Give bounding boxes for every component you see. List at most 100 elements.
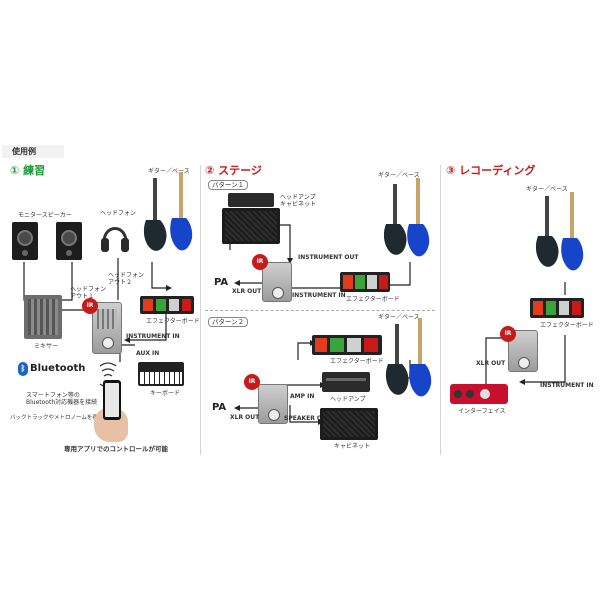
ir-device-stage2 (258, 384, 288, 424)
bass-icon (170, 172, 193, 251)
ir-device-stage1 (262, 262, 292, 302)
section-title-practice: ① 練習 (10, 164, 46, 177)
interface-knob (454, 390, 462, 398)
monitor-speaker-right (56, 222, 82, 260)
interface-knob (466, 390, 474, 398)
control-knob-icon (272, 287, 284, 299)
ir-badge: IR (244, 374, 260, 390)
mixer-device (24, 295, 62, 339)
pedal-red-2 (379, 275, 388, 289)
speaker-cone-icon (61, 230, 77, 246)
section-title-stage: ② ステージ (205, 164, 262, 177)
control-knob-icon (518, 357, 530, 369)
bass-icon (561, 192, 584, 271)
label-monitor-speaker: モニタースピーカー (18, 212, 72, 219)
label-effector-board-recording: エフェクターボード (540, 322, 594, 329)
label-mixer: ミキサー (34, 343, 59, 350)
pedal-white (169, 299, 179, 311)
header-bar (2, 145, 64, 158)
amp-panel (326, 378, 366, 381)
pattern1-tag: パターン１ (208, 180, 249, 190)
guitar-icon (383, 184, 407, 255)
ir-device-practice (92, 302, 122, 354)
piano-keys (140, 372, 182, 384)
effector-board-stage1 (340, 272, 390, 292)
label-guitar-bass-recording: ギター／ベース (526, 186, 568, 193)
speaker-cone-icon (17, 230, 33, 246)
label-headamp-stage2: ヘッドアンプ (330, 396, 366, 403)
label-pa-stage2: PA (212, 402, 227, 413)
label-effector-board-practice: エフェクターボード (146, 318, 200, 325)
pedal-red-2 (572, 301, 581, 315)
cabinet-grille (225, 211, 277, 241)
cabinet-stage2 (320, 408, 378, 440)
pedal-white (559, 301, 569, 315)
tweeter-icon (66, 250, 72, 256)
keyboard-device (138, 362, 184, 386)
ir-badge: IR (500, 326, 516, 342)
label-instrument-in-recording: INSTRUMENT IN (540, 382, 594, 389)
label-instrument-in-practice: INSTRUMENT IN (126, 333, 180, 340)
pedal-red-2 (182, 299, 191, 311)
label-aux-in: AUX IN (136, 350, 160, 357)
headphone-icon (101, 227, 129, 252)
pedal-white (367, 275, 377, 289)
bass-icon (409, 318, 432, 397)
divider-recording (440, 165, 441, 455)
divider-stage (200, 165, 201, 455)
effector-board-stage2 (312, 335, 382, 355)
label-xlr-out-stage2: XLR OUT (230, 414, 260, 421)
page-title: 使用例 (12, 147, 36, 156)
pedal-green (546, 301, 556, 315)
headamp-stage2 (322, 372, 370, 392)
pedal-white (347, 338, 361, 352)
tweeter-icon (22, 250, 28, 256)
label-pa-stage1: PA (214, 277, 229, 288)
label-app-note: 専用アプリでのコントロールが可能 (64, 445, 168, 453)
pedal-red-2 (364, 338, 378, 352)
effector-board-recording (530, 298, 584, 318)
label-instrument-in-stage1: INSTRUMENT IN (292, 292, 346, 299)
smartphone-device (103, 380, 121, 420)
label-bluetooth: Bluetooth (30, 363, 86, 374)
guitar-icon (535, 196, 559, 267)
mixer-faders (28, 299, 58, 335)
effector-board-practice (140, 296, 194, 314)
audio-interface (450, 384, 508, 404)
label-keyboard: キーボード (150, 390, 181, 397)
bass-icon (407, 178, 430, 257)
label-xlr-out-recording: XLR OUT (476, 360, 506, 367)
control-knob-icon (102, 337, 114, 349)
ir-badge: IR (82, 298, 98, 314)
label-backing-note: バックトラックやメトロノームを再生 (10, 415, 104, 421)
label-effector-board-stage1: エフェクターボード (346, 296, 400, 303)
pedal-red (315, 338, 327, 352)
pedal-green (355, 275, 365, 289)
smartphone-screen (105, 383, 119, 417)
divider-pattern (205, 310, 435, 311)
interface-knob (480, 389, 490, 399)
pedal-green (330, 338, 344, 352)
section-title-recording: ③ レコーディング (446, 164, 536, 177)
cabinet-grille (323, 411, 375, 437)
headamp-top (228, 193, 274, 207)
label-guitar-bass-stage2: ギター／ベース (378, 314, 420, 321)
pedal-red (343, 275, 353, 289)
label-speaker-out: SPEAKER OUT (284, 415, 331, 422)
label-guitar-bass-stage1: ギター／ベース (378, 172, 420, 179)
label-amp-in: AMP IN (290, 393, 315, 400)
ir-badge: IR (252, 254, 268, 270)
pedal-green (156, 299, 166, 311)
cabinet-pattern1 (222, 208, 280, 244)
label-interface: インターフェイス (458, 408, 506, 415)
label-effector-board-stage2: エフェクターボード (330, 358, 384, 365)
label-headamp-cabinet: ヘッドアンプ キャビネット (280, 194, 317, 208)
pattern2-tag: パターン２ (208, 317, 249, 327)
monitor-speaker-left (12, 222, 38, 260)
label-guitar-bass-practice: ギター／ベース (148, 168, 190, 175)
label-cabinet: キャビネット (334, 443, 371, 450)
label-headphone-out2: ヘッドフォン アウト２ (108, 272, 145, 286)
guitar-icon (385, 324, 409, 395)
bluetooth-icon: ᛒ (18, 362, 28, 376)
label-instrument-out: INSTRUMENT OUT (298, 254, 359, 261)
